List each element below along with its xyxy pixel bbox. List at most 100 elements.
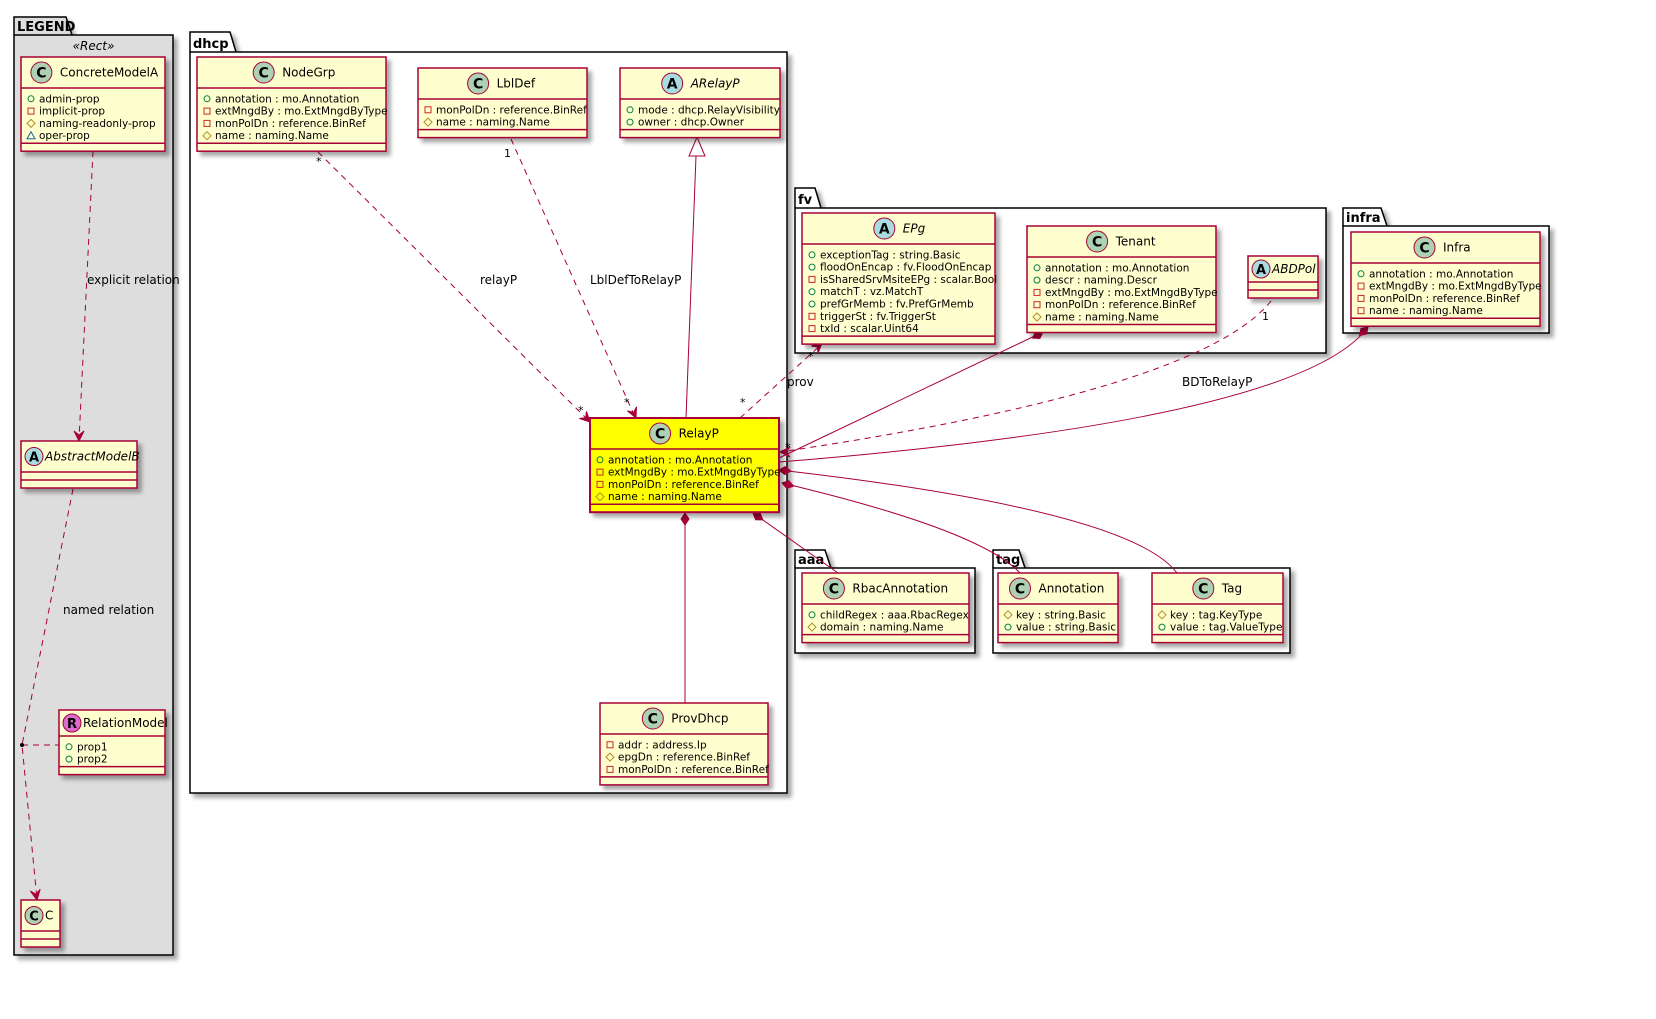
- private-icon: [808, 275, 816, 283]
- package-name: infra: [1346, 211, 1381, 226]
- class-icon: [30, 61, 53, 84]
- public-icon: [808, 288, 816, 296]
- junction-dot: [20, 743, 24, 747]
- edge-label: prov: [787, 375, 814, 389]
- class-ARelayP[interactable]: A ARelayP mode : dhcp.RelayVisibilityowner…: [619, 67, 781, 139]
- public-icon: [65, 755, 73, 763]
- composition-line: [778, 469, 1178, 574]
- class-kind-letter: C: [1015, 582, 1025, 598]
- class-attribute: isSharedSrvMsiteEPg : scalar.Bool: [820, 274, 997, 286]
- class-attribute: name : naming.Name: [1045, 312, 1159, 324]
- class-icon: [252, 61, 275, 84]
- relation-class-icon: [62, 713, 82, 733]
- class-attribute: txId : scalar.Uint64: [820, 323, 919, 335]
- private-icon: [1357, 282, 1365, 290]
- class-kind-letter: A: [1256, 263, 1266, 278]
- class-attribute: monPolDn : reference.BinRef: [608, 479, 759, 491]
- public-icon: [27, 95, 35, 103]
- class-kind-letter: C: [1419, 241, 1429, 257]
- class-box: [589, 417, 780, 514]
- class-kind-letter: C: [1198, 582, 1208, 598]
- class-attribute: owner : dhcp.Owner: [638, 117, 745, 129]
- abstract-class-icon: [873, 217, 896, 240]
- class-attribute: name : naming.Name: [215, 130, 329, 142]
- package-name: dhcp: [193, 37, 229, 52]
- class-name: EPg: [903, 222, 926, 236]
- private-icon: [606, 765, 614, 773]
- edge-NodeGrp-to-RelayP: [317, 151, 591, 423]
- class-kind-letter: A: [667, 77, 678, 93]
- class-attribute: annotation : mo.Annotation: [215, 93, 359, 105]
- edge-label: BDToRelayP: [1182, 375, 1252, 389]
- class-icon: [1413, 236, 1436, 259]
- class-attribute: prop2: [77, 754, 108, 766]
- class-box: [599, 702, 769, 786]
- composition-line: [778, 326, 1369, 463]
- class-name: ProvDhcp: [671, 712, 728, 726]
- private-icon: [1357, 307, 1365, 315]
- class-kind-letter: C: [829, 582, 839, 598]
- package-stereotype: «Rect»: [73, 39, 115, 53]
- class-attribute: domain : naming.Name: [820, 622, 943, 634]
- edge-label: explicit relation: [87, 273, 180, 287]
- private-icon: [1357, 294, 1365, 302]
- class-box: [801, 212, 996, 345]
- class-attribute: value : tag.ValueType: [1170, 622, 1282, 634]
- class-attribute: key : string.Basic: [1016, 609, 1106, 621]
- edge-AbstractModelB-to-C: [20, 488, 74, 902]
- dependency-line: [510, 138, 636, 418]
- class-attribute: mode : dhcp.RelayVisibility: [638, 104, 780, 116]
- class-attribute: matchT : vz.MatchT: [820, 286, 924, 298]
- private-icon: [203, 119, 211, 127]
- private-icon: [424, 106, 432, 114]
- public-icon: [203, 95, 211, 103]
- dependency-line: [317, 151, 590, 422]
- class-name: ARelayP: [690, 77, 741, 91]
- multiplicity-label: *: [316, 155, 322, 168]
- class-kind-letter: C: [259, 66, 269, 82]
- public-icon: [808, 263, 816, 271]
- protected-icon: [423, 117, 433, 127]
- protected-icon: [1032, 312, 1042, 322]
- class-attribute: annotation : mo.Annotation: [1369, 268, 1513, 280]
- abstract-class-icon: [661, 72, 684, 95]
- edge-ABDPol-to-RelayP: [778, 300, 1272, 458]
- class-attribute: annotation : mo.Annotation: [1045, 262, 1189, 274]
- private-icon: [808, 312, 816, 320]
- class-attribute: monPolDn : reference.BinRef: [215, 118, 366, 130]
- class-attribute: exceptionTag : string.Basic: [820, 249, 961, 261]
- package-legend: LEGEND«Rect»: [13, 16, 174, 956]
- public-icon: [1033, 276, 1041, 284]
- private-icon: [606, 741, 614, 749]
- class-attribute: annotation : mo.Annotation: [608, 454, 752, 466]
- multiplicity-label: *: [785, 441, 791, 454]
- class-attribute: monPolDn : reference.BinRef: [1045, 299, 1196, 311]
- private-icon: [596, 480, 604, 488]
- class-icon: [24, 906, 44, 925]
- private-icon: [808, 325, 816, 333]
- class-attribute: value : string.Basic: [1016, 622, 1116, 634]
- arrowhead-icon: [579, 411, 591, 423]
- protected-icon: [605, 752, 615, 762]
- class-attribute: extMngdBy : mo.ExtMngdByType: [608, 467, 781, 479]
- class-attribute: prop1: [77, 741, 108, 753]
- class-name: ConcreteModelA: [60, 66, 159, 80]
- class-name: AbstractModelB: [44, 450, 140, 464]
- class-attribute: name : naming.Name: [1369, 305, 1483, 317]
- arrowhead-icon: [627, 406, 637, 420]
